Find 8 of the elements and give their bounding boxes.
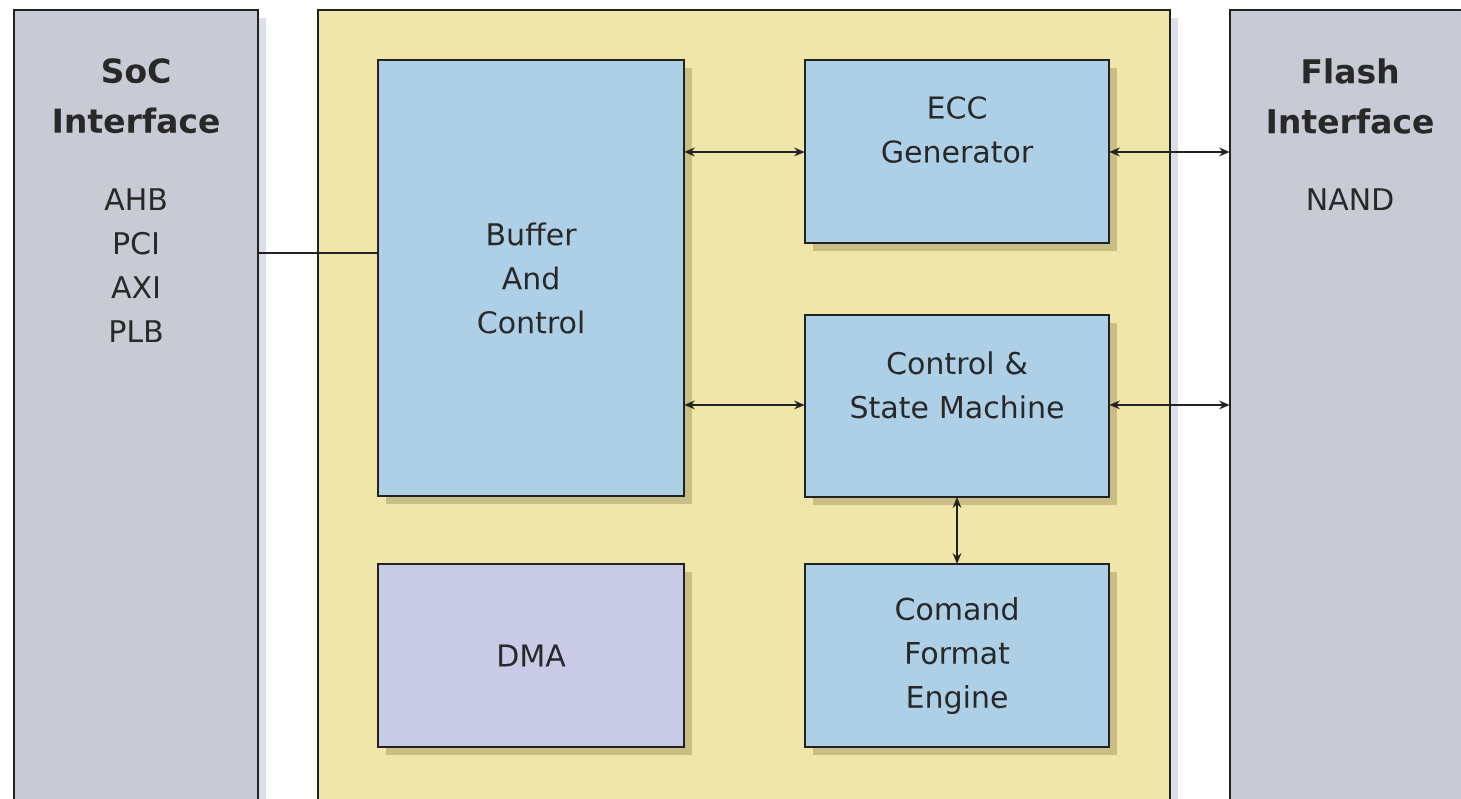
interface-panel: SoC Interface AHB PCI AXI PLB (13, 9, 266, 799)
interface-panel: Flash Interface NAND (1229, 9, 1461, 799)
engine-box: Comand Format Engine (804, 563, 1117, 755)
generator-box: ECC Generator (804, 59, 1117, 251)
state-machine-box: Control & State Machine (804, 314, 1117, 505)
buffer-box: Buffer And Control (377, 59, 692, 504)
connector-line (257, 252, 379, 254)
dma-box: DMA (377, 563, 692, 755)
